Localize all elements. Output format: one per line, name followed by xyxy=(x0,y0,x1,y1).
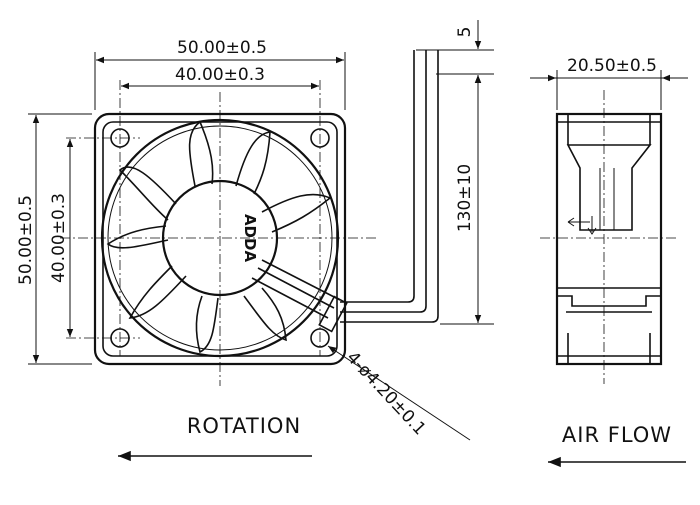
strip-length-label: 5 xyxy=(455,27,475,38)
wire-length-dimension: 5 130±10 xyxy=(416,20,494,325)
thickness-dimension: 20.50±0.5 xyxy=(530,56,688,110)
wire-length-label: 130±10 xyxy=(455,164,475,232)
lead-wires xyxy=(340,50,439,323)
mounting-hole-label: 4-ø4.20±0.1 xyxy=(342,348,429,440)
overall-height-label: 50.00±0.5 xyxy=(16,195,36,285)
rotation-indicator: ROTATION xyxy=(118,414,312,462)
brand-logo: ADDA xyxy=(241,214,259,263)
height-dimensions: 50.00±0.5 40.00±0.3 xyxy=(16,113,92,365)
hole-spacing-height-label: 40.00±0.3 xyxy=(49,193,69,283)
wire-bundle xyxy=(251,259,348,333)
width-dimensions: 50.00±0.5 40.00±0.3 xyxy=(94,38,346,110)
air-flow-indicator: AIR FLOW xyxy=(548,423,686,468)
side-view-outline xyxy=(555,112,663,366)
side-view xyxy=(540,90,678,384)
hole-spacing-width-label: 40.00±0.3 xyxy=(175,65,265,85)
front-view: ADDA xyxy=(60,80,378,386)
thickness-label: 20.50±0.5 xyxy=(567,56,657,76)
rotation-label: ROTATION xyxy=(187,414,301,438)
fan-blades xyxy=(106,120,332,354)
air-flow-label: AIR FLOW xyxy=(562,423,672,447)
mounting-hole-callout: 4-ø4.20±0.1 xyxy=(327,345,471,441)
overall-width-label: 50.00±0.5 xyxy=(177,38,267,58)
